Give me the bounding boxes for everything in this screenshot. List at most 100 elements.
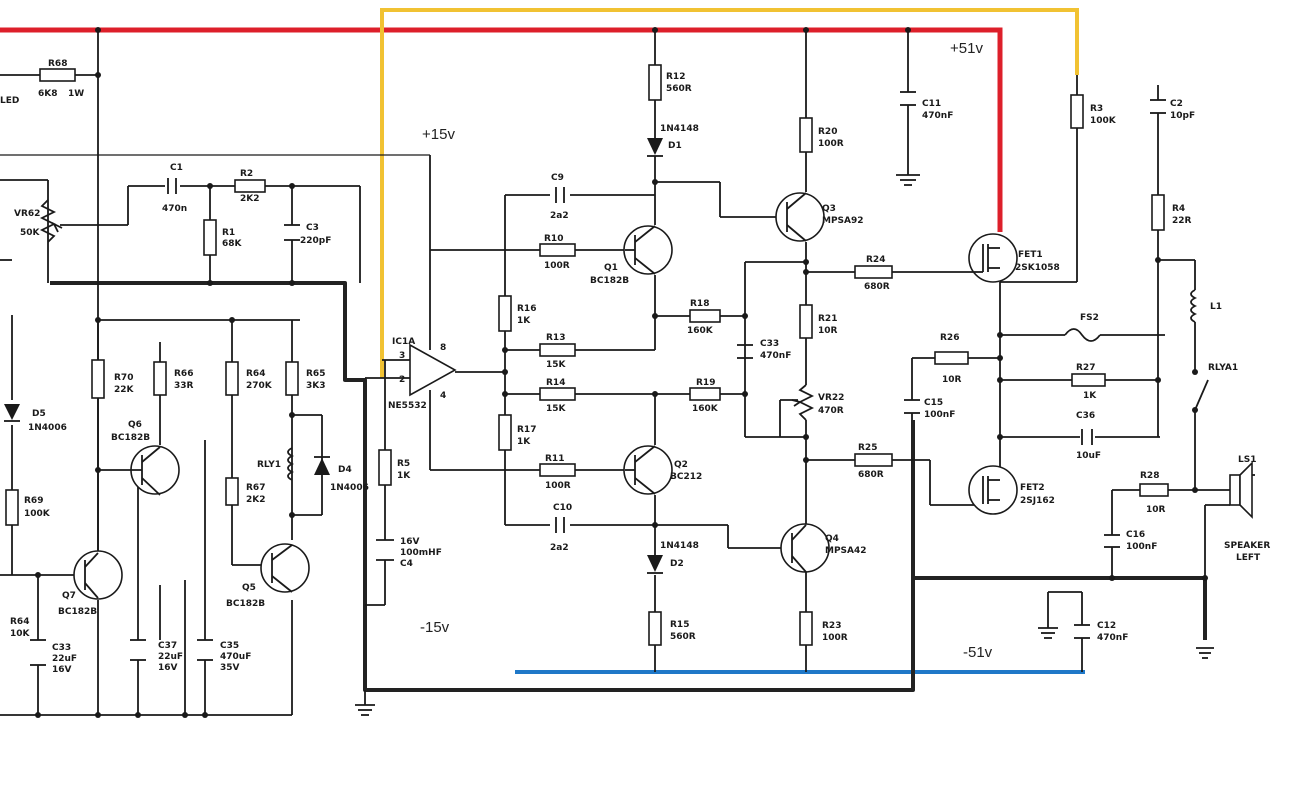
label-speaker-side: LEFT [1236,553,1261,563]
label-fet2: FET2 [1020,483,1045,493]
resistor-r67 [225,477,239,506]
label-c12: C12 [1097,621,1116,631]
mosfet-fet1 [968,233,1018,283]
resistor-r20 [799,117,813,153]
label-r3-value: 100K [1090,116,1117,126]
label-c33-mid: C33 [760,339,779,349]
label-r70-value: 22K [114,385,135,395]
label-l1: L1 [1210,302,1222,312]
label-q2: Q2 [674,460,688,470]
opamp-ic1a [409,343,457,397]
label-c3: C3 [306,223,319,233]
label-r21: R21 [818,314,837,324]
resistor-r28 [1139,483,1169,497]
label-r20-value: 100R [818,139,844,149]
label-c11-value: 470nF [922,111,953,121]
label-r26: R26 [940,333,959,343]
label-c15-value: 100nF [924,410,955,420]
label-fet2-value: 2SJ162 [1020,496,1055,506]
label-d1-value: 1N4148 [660,124,699,134]
label-r68: R68 [48,59,67,69]
label-c16: C16 [1126,530,1145,540]
capacitor-c37 [130,639,146,661]
label-d4: D4 [338,465,352,475]
label-r65-value: 3K3 [306,381,326,391]
resistor-r17 [498,414,512,451]
label-r23-value: 100R [822,633,848,643]
label-r5: R5 [397,459,410,469]
label-r28: R28 [1140,471,1159,481]
label-led: LED [0,96,19,106]
transistor-q5 [260,543,310,593]
resistor-r70 [91,359,105,399]
label-r69-value: 100K [24,509,51,519]
resistor-r5 [378,449,392,486]
label-d2-value: 1N4148 [660,541,699,551]
label-r1-value: 68K [222,239,243,249]
label-r64-value: 270K [246,381,273,391]
junction-dots [35,27,1208,718]
label-vr62: VR62 [14,209,40,219]
label-r27: R27 [1076,363,1095,373]
resistor-r65 [285,361,299,396]
label-pos-51v: +51v [950,40,983,57]
capacitor-c36 [1081,429,1093,445]
label-q6: Q6 [128,420,142,430]
label-q5: Q5 [242,583,256,593]
label-c10: C10 [553,503,572,513]
transistor-q4 [780,523,830,573]
label-r21-value: 10R [818,326,838,336]
resistor-r24 [854,265,893,279]
label-c12-value: 470nF [1097,633,1128,643]
label-rlya1: RLYA1 [1208,363,1238,373]
label-d5: D5 [32,409,46,419]
label-c15: C15 [924,398,943,408]
capacitor-c4 [376,539,394,561]
resistor-r18 [689,309,721,323]
label-c33-left-value2: 16V [52,665,72,675]
label-c9-value: 2a2 [550,211,569,221]
diode-d1 [647,138,663,157]
resistor-r26 [934,351,969,365]
label-d4-value: 1N4006 [330,483,369,493]
label-r19: R19 [696,378,715,388]
label-c36-value: 10uF [1076,451,1101,461]
resistor-r23 [799,611,813,646]
label-r65: R65 [306,369,325,379]
resistor-r1 [203,219,217,256]
potentiometer-vr22 [791,384,815,421]
label-c37-value2: 16V [158,663,178,673]
label-r16-value: 1K [517,316,531,326]
label-r2: R2 [240,169,253,179]
label-q4: Q4 [825,534,839,544]
capacitor-c1 [167,178,177,194]
resistor-r3 [1070,94,1084,129]
label-c4: C4 [400,559,413,569]
resistor-r21 [799,304,813,339]
label-q5-value: BC182B [226,599,265,609]
label-r68-extra: 1W [68,89,84,99]
label-ls1: LS1 [1238,455,1256,465]
label-r12: R12 [666,72,685,82]
label-r1: R1 [222,228,235,238]
label-r3: R3 [1090,104,1103,114]
label-r14-value: 15K [546,404,567,414]
resistor-r27 [1071,373,1106,387]
resistor-r25 [854,453,893,467]
diode-d4 [314,456,330,475]
label-ic1a: IC1A [392,337,415,347]
label-c35-value2: 35V [220,663,240,673]
label-r20: R20 [818,127,837,137]
label-d2: D2 [670,559,684,569]
label-r18: R18 [690,299,709,309]
fuse-fs2 [1064,328,1101,342]
label-r11: R11 [545,454,564,464]
label-neg-15v: -15v [420,619,450,636]
label-q1: Q1 [604,263,618,273]
label-q2-value: BC212 [670,472,702,482]
label-r12-value: 560R [666,84,692,94]
label-c9: C9 [551,173,564,183]
resistor-r16 [498,295,512,332]
label-d1: D1 [668,141,682,151]
